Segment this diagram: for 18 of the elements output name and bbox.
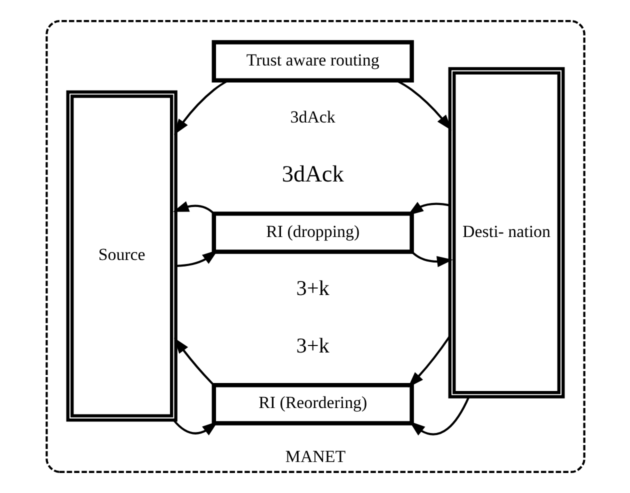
node-box: RI (dropping) [211, 212, 414, 254]
arrow [172, 420, 218, 436]
arrow [410, 251, 452, 268]
label: 3dAck [290, 107, 335, 126]
node-box: Desti- nation [448, 67, 564, 398]
arrow [176, 250, 218, 267]
node-box: Source [66, 90, 177, 422]
label: 3+k [296, 333, 329, 358]
label: 3dAck [281, 162, 344, 188]
node-box: Trust aware routing [211, 40, 414, 82]
node-box: RI (Reordering) [211, 383, 414, 426]
arrow [172, 201, 214, 214]
arrow [174, 338, 214, 386]
arrow [408, 336, 450, 388]
arrow [408, 396, 470, 436]
arrow [407, 202, 450, 216]
label: 3+k [296, 276, 329, 300]
arrow [174, 80, 228, 135]
